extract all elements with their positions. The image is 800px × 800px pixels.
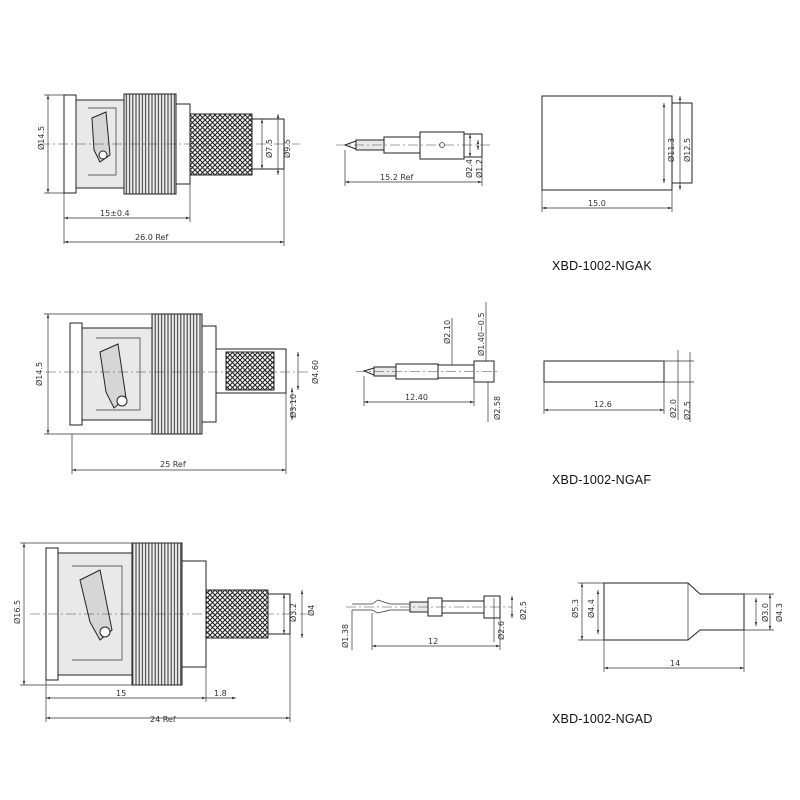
ngad-sleeve-d-right2: Ø4.3: [774, 603, 784, 622]
connector-ngak: [40, 93, 300, 195]
model-title-ngad: XBD-1002-NGAD: [552, 712, 653, 726]
pin-ngad: [346, 595, 512, 619]
ngak-sleeve-d1: Ø11.3: [666, 138, 676, 162]
sleeve-ngad-dims: Ø5.3 Ø4.4 Ø3.0 Ø4.3 14: [570, 582, 784, 672]
ngaf-conn-body-dia: Ø14.5: [34, 362, 44, 386]
ngaf-sleeve-d1: Ø2.0: [668, 399, 678, 418]
ngad-sleeve-d-right1: Ø3.0: [760, 603, 770, 622]
ngad-pin-d2: Ø2.5: [518, 601, 528, 620]
connector-ngad-dims: Ø16.5 Ø3.2 Ø4 15 1.8 24 Ref: [12, 542, 316, 724]
ngad-sleeve-d-left2: Ø4.4: [586, 599, 596, 618]
ngak-pin-d1: Ø2.4: [464, 159, 474, 178]
ngaf-conn-d2: Ø3.10: [288, 394, 298, 418]
ngaf-conn-len: 25 Ref: [160, 460, 186, 469]
connector-ngak-dims: Ø14.5 Ø7.5 Ø9.5 15±0.4 26.0 Ref: [36, 94, 292, 246]
ngak-pin-d2: Ø1.2: [474, 159, 484, 178]
pin-ngaf: [356, 360, 500, 383]
connector-ngaf-dims: Ø14.5 Ø4.60 Ø3.10 25 Ref: [34, 313, 320, 474]
ngad-conn-len1: 15: [116, 689, 126, 698]
ngad-conn-len3: 24 Ref: [150, 715, 176, 724]
sleeve-ngaf-dims: 12.6 Ø2.0 Ø2.5: [543, 350, 694, 422]
ngad-conn-d2: Ø4: [306, 605, 316, 616]
ngad-pin-d1: Ø2.6: [496, 621, 506, 640]
ngad-conn-d1: Ø3.2: [288, 603, 298, 622]
ngad-pin-len: 12: [428, 637, 438, 646]
ngad-conn-len2: 1.8: [214, 689, 227, 698]
pin-ngak: [336, 131, 490, 160]
sleeve-ngaf: [543, 360, 665, 383]
pin-ngak-dims: 15.2 Ref Ø2.4 Ø1.2: [344, 134, 484, 186]
ngaf-sleeve-len: 12.6: [594, 400, 612, 409]
model-title-ngaf: XBD-1002-NGAF: [552, 473, 651, 487]
ngaf-sleeve-d2: Ø2.5: [682, 401, 692, 420]
ngad-conn-body-dia: Ø16.5: [12, 600, 22, 624]
ngak-sleeve-d2: Ø12.5: [682, 138, 692, 162]
sleeve-ngak-dims: Ø11.3 Ø12.5 15.0: [541, 96, 692, 212]
ngad-sleeve-d-left1: Ø5.3: [570, 599, 580, 618]
connector-ngaf: [46, 313, 310, 435]
ngaf-pin-len: 12.40: [405, 393, 428, 402]
ngak-pin-len: 15.2 Ref: [380, 173, 413, 182]
ngak-conn-d2: Ø9.5: [282, 139, 292, 158]
pin-ngad-dims: Ø1.38 12 Ø2.6 Ø2.5: [340, 596, 528, 650]
ngaf-conn-d1: Ø4.60: [310, 360, 320, 384]
ngad-sleeve-len: 14: [670, 659, 680, 668]
connector-ngad: [30, 542, 310, 686]
ngaf-pin-top1: Ø2.10: [442, 320, 452, 344]
ngaf-pin-d: Ø2.58: [492, 396, 502, 420]
ngaf-pin-top2: Ø1.40~0.5: [476, 312, 486, 356]
ngak-conn-d1: Ø7.5: [264, 139, 274, 158]
sleeve-ngad: [603, 582, 745, 641]
sleeve-ngak: [541, 95, 693, 191]
ngak-conn-len1: 15±0.4: [100, 209, 130, 218]
model-title-ngak: XBD-1002-NGAK: [552, 259, 652, 273]
ngad-pin-d-left: Ø1.38: [340, 624, 350, 648]
ngak-conn-len2: 26.0 Ref: [135, 233, 168, 242]
ngak-sleeve-len: 15.0: [588, 199, 606, 208]
pin-ngaf-dims: Ø2.10 Ø1.40~0.5 12.40 Ø2.58: [363, 302, 502, 422]
ngak-conn-body-dia: Ø14.5: [36, 126, 46, 150]
